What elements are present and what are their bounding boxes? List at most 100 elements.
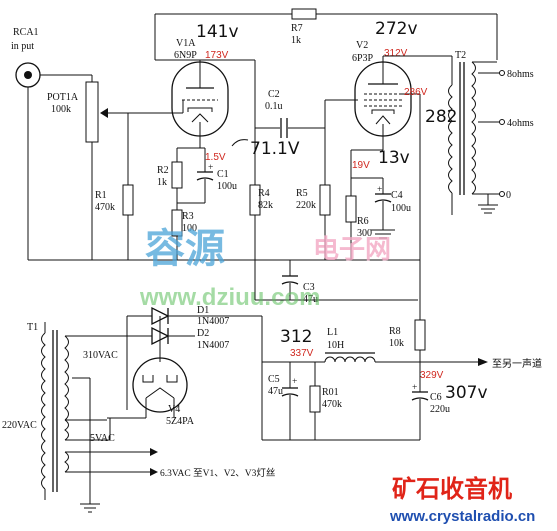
c5-ref: C5 [268,374,280,385]
r7-value: 1k [291,35,301,46]
supply-out-label: 至另一声道 [492,357,542,370]
t2-output-transformer [448,61,505,215]
c5-value: 47u [268,386,283,397]
v2-plate-voltage: 312V [384,48,408,59]
r8-resistor [414,319,426,363]
r01-ref: R01 [322,387,339,398]
c1-value: 100u [217,181,237,192]
r1-ref: R1 [95,190,107,201]
r6-resistor [345,178,357,260]
handwritten-v2-plate: 272v [375,19,418,39]
r6-value: 300 [357,228,372,239]
v4-ref: V4 [168,404,180,415]
ground-symbol-t1 [80,503,100,513]
watermark-cn: 容源 [145,226,225,272]
t1-power-transformer [41,322,69,500]
handwritten-supply-in: 312 [280,327,312,347]
t2-tap-0: 0 [506,190,511,201]
watermark-url: www.dziuu.com [139,284,320,311]
r4-value: 82k [258,200,273,211]
brand-url: www.crystalradio.cn [389,508,535,525]
r1-value: 470k [95,202,115,213]
c6-value: 220u [430,404,450,415]
handwritten-v1a-cathode: 71.1V [250,139,300,159]
r01-resistor [309,362,321,440]
r2-ref: R2 [157,165,169,176]
svg-text:+: + [377,185,382,195]
r6-ref: R6 [357,216,369,227]
t1-hv: 310VAC [83,350,118,361]
v2-type: 6P3P [352,53,374,64]
c3-value: 47u [303,294,318,305]
d2-type: 1N4007 [197,340,229,351]
r2-resistor [171,148,183,203]
v1a-plate-voltage: 173V [205,50,229,61]
l1-value: 10H [327,340,344,351]
rca-input-jack [15,62,92,260]
c3-ref: C3 [303,282,315,293]
pot1a-ref: POT1A [47,92,79,103]
t1-ref: T1 [27,322,38,333]
c2-value: 0.1u [265,101,283,112]
c2-ref: C2 [268,89,280,100]
v1a-cathode-voltage: 1.5V [205,152,226,163]
pot1a-value: 100k [51,104,71,115]
v1a-tube [171,60,229,137]
svg-text:+: + [412,383,417,393]
r01-value: 470k [322,399,342,410]
c6-capacitor: + [411,362,429,440]
r3-value: 100 [182,223,197,234]
t2-tap-4: 4ohms [507,118,534,129]
d2-ref: D2 [197,328,209,339]
v2-tube [354,56,420,137]
r4-ref: R4 [258,188,270,199]
t2-tap-8: 8ohms [507,69,534,80]
t1-primary: 220VAC [2,420,37,431]
c3-capacitor [281,260,299,300]
pot1a-symbol [85,75,128,260]
c4-capacitor: + [374,178,392,230]
svg-text:+: + [292,377,297,387]
ground-symbol-v2 [371,229,395,239]
r3-resistor [171,203,183,260]
watermark-cn2: 电子网 [313,235,391,265]
t2-ref: T2 [455,50,466,61]
supply-v-in: 337V [290,348,314,359]
v2-screen-voltage: 286V [404,87,428,98]
v4-type: 5Z4PA [166,416,195,427]
c6-ref: C6 [430,392,442,403]
handwritten-v1a-plate: 141v [196,22,239,42]
r5-resistor [319,100,331,260]
v2-cathode-voltage: 19V [352,160,370,171]
c5-capacitor: + [281,362,299,440]
rca-label: in put [11,41,34,52]
v4-rectifier-tube [132,357,188,418]
r7-ref: R7 [291,23,303,34]
handwritten-supply-out: 307v [445,383,488,403]
t1-rect-fil: 5VAC [90,433,115,444]
r1-resistor [122,113,134,260]
r7-resistor [291,8,317,20]
v1a-ref: V1A [176,38,196,49]
r2-value: 1k [157,177,167,188]
supply-v-out: 329V [420,370,444,381]
c2-capacitor [280,118,288,138]
svg-text:+: + [208,163,213,173]
v2-ref: V2 [356,40,368,51]
d1-ref: D1 [197,305,209,316]
c4-value: 100u [391,203,411,214]
d1-type: 1N4007 [197,316,229,327]
rca-ref: RCA1 [13,27,39,38]
r8-value: 10k [389,338,404,349]
handwritten-v2-cathode: 13v [378,148,410,168]
brand-name: 矿石收音机 [392,475,512,503]
r4-resistor [249,184,261,300]
l1-choke [324,352,376,363]
c1-capacitor: + [196,148,213,203]
r5-value: 220k [296,200,316,211]
r8-ref: R8 [389,326,401,337]
v1a-type: 6N9P [174,50,197,61]
handwritten-t2-primary: 282 [425,107,457,127]
